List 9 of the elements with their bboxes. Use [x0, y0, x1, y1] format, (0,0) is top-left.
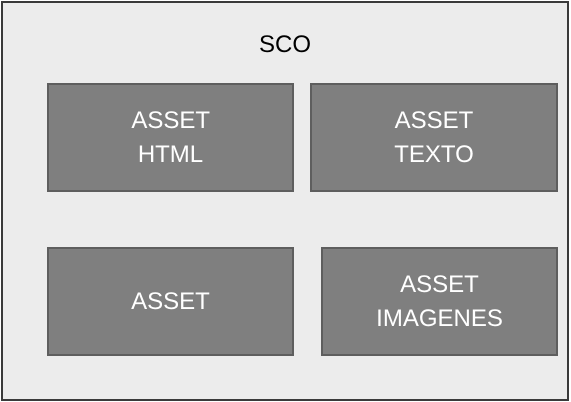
asset-box	[321, 247, 558, 356]
asset-label: ASSET HTML	[131, 106, 210, 170]
asset-label: ASSET TEXTO	[394, 106, 474, 170]
asset-box	[47, 83, 294, 192]
asset-box	[310, 83, 558, 192]
container-title: SCO	[258, 33, 312, 57]
asset-label: ASSET	[131, 286, 210, 316]
asset-label: ASSET IMAGENES	[376, 270, 503, 334]
asset-box	[47, 247, 294, 356]
